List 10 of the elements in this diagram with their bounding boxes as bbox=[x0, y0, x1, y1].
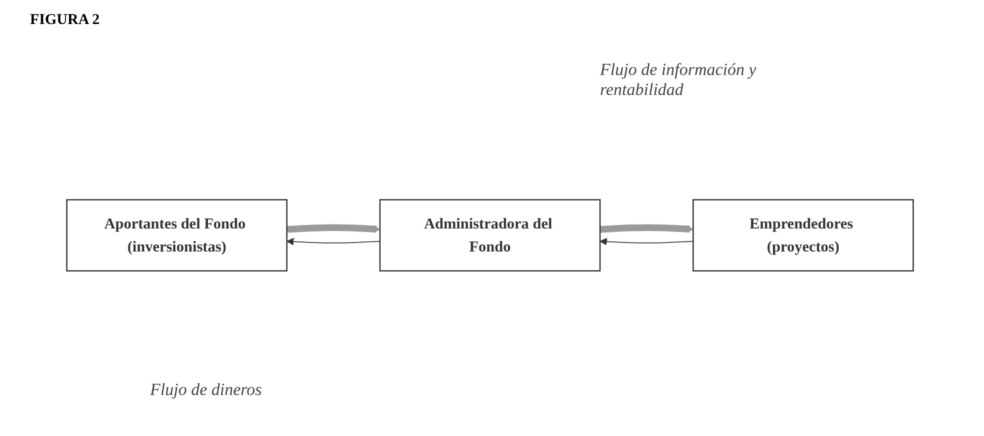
node-box: Emprendedores (proyectos) bbox=[692, 198, 914, 272]
flow-note: Flujo de información y rentabilidad bbox=[600, 60, 758, 100]
figure-title: FIGURA 2 bbox=[30, 12, 100, 29]
arrow bbox=[600, 238, 694, 246]
arrow bbox=[286, 238, 380, 246]
node-box: Administradora del Fondo bbox=[379, 198, 601, 272]
node-box: Aportantes del Fondo (inversionistas) bbox=[66, 198, 288, 272]
flow-note: Flujo de dineros bbox=[150, 380, 262, 400]
arrow bbox=[600, 224, 694, 232]
arrow bbox=[286, 224, 380, 232]
